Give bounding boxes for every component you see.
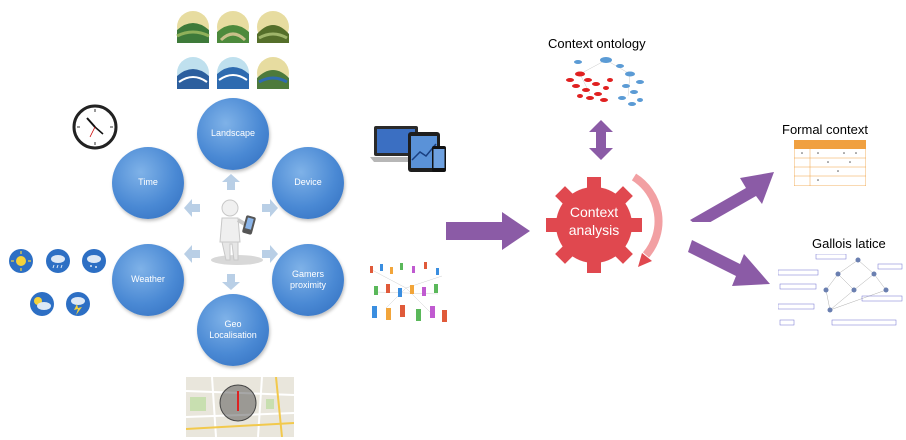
arrow-to-gallois-lattice <box>688 240 770 286</box>
gamers-proximity-label: Gamers proximity <box>289 268 326 290</box>
device-label: Device <box>294 177 322 188</box>
weather-circle: Weather <box>112 244 184 316</box>
geo-localisation-circle: Geo Localisation <box>197 294 269 366</box>
time-circle: Time <box>112 147 184 219</box>
ontology-graph <box>560 54 652 118</box>
landscape-circle: Landscape <box>197 98 269 170</box>
context-ontology-label: Context ontology <box>548 36 646 51</box>
weather-icons <box>6 246 110 324</box>
clock-icon <box>72 104 118 150</box>
arrow-to-formal-context <box>690 172 774 222</box>
small-arrows <box>184 174 278 290</box>
gamers-proximity-circle: Gamers proximity <box>272 244 344 316</box>
arrow-to-analysis <box>446 212 530 250</box>
device-circle: Device <box>272 147 344 219</box>
gallois-lattice-graph <box>778 254 904 334</box>
context-analysis-label: Context analysis <box>568 204 620 238</box>
person-with-phone-icon <box>206 198 268 266</box>
landscape-icons <box>176 10 291 92</box>
ontology-double-arrow <box>589 120 613 160</box>
gallois-lattice-label: Gallois latice <box>812 236 886 251</box>
people-icon <box>366 258 450 326</box>
devices-icon <box>370 124 448 176</box>
landscape-label: Landscape <box>210 128 256 139</box>
weather-label: Weather <box>131 274 165 285</box>
formal-context-table <box>794 140 866 186</box>
geo-localisation-label: Geo Localisation <box>209 318 257 340</box>
time-label: Time <box>138 177 158 188</box>
context-analysis-gear: Context analysis <box>546 173 663 273</box>
map-icon <box>186 377 294 437</box>
formal-context-label: Formal context <box>782 122 868 137</box>
